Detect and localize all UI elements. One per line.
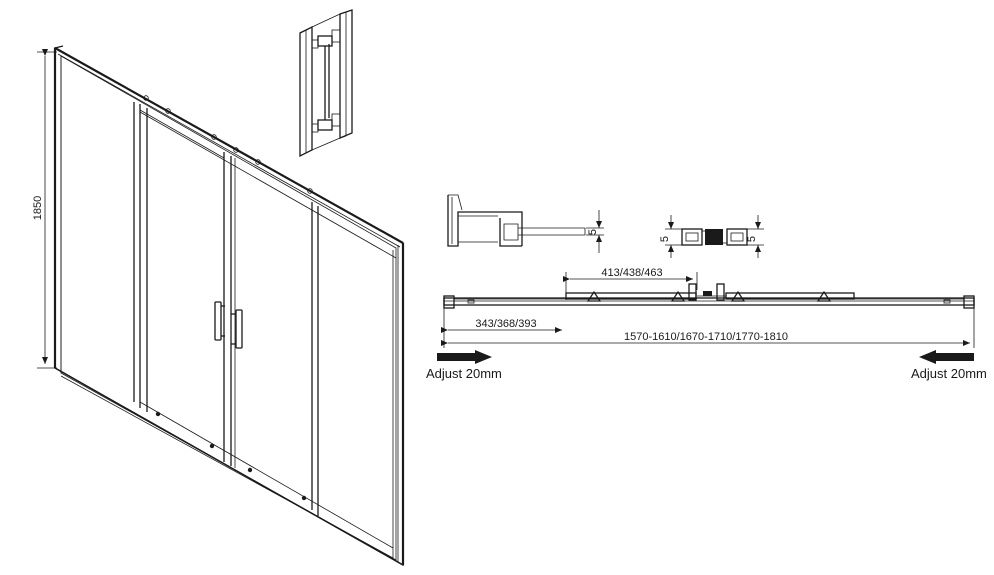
profile-section-right: 5 5 — [659, 215, 764, 258]
door-overlap-label: 413/438/463 — [601, 267, 662, 279]
bottom-guides — [155, 411, 307, 501]
guide — [247, 467, 253, 473]
guide — [301, 495, 307, 501]
roller — [233, 147, 239, 153]
adjust-left-label: Adjust 20mm — [426, 366, 502, 381]
adjust-right-label: Adjust 20mm — [911, 366, 987, 381]
gap-label-c: 5 — [746, 236, 758, 242]
roller — [165, 108, 171, 114]
plan-rollers — [586, 283, 832, 302]
roller — [307, 188, 313, 194]
adjust-left-arrow — [437, 350, 492, 364]
overall-width-label: 1570-1610/1670-1710/1770-1810 — [624, 331, 788, 343]
plan-view: 413/438/463 343/368/393 — [426, 267, 987, 381]
guide — [209, 443, 215, 449]
magnetic-seal — [705, 229, 723, 245]
gap-label-b: 5 — [659, 236, 671, 242]
outer-frame — [53, 45, 405, 567]
roller — [143, 95, 149, 101]
adjust-right: Adjust 20mm — [911, 350, 987, 381]
height-dimension: 1850 — [32, 49, 57, 369]
panel-divisions — [133, 102, 397, 549]
handle-right — [235, 309, 243, 349]
roller — [211, 134, 217, 140]
fixed-panel-label: 343/368/393 — [475, 318, 536, 330]
profile-section-left: 5 — [447, 194, 604, 253]
door-handles — [214, 301, 243, 349]
roller — [255, 159, 261, 165]
height-label: 1850 — [32, 196, 44, 220]
adjust-right-arrow — [919, 350, 974, 364]
door-perspective-view: 1850 — [32, 45, 405, 567]
guide — [155, 411, 161, 417]
gap-label-a: 5 — [587, 229, 599, 235]
handle-detail — [299, 9, 353, 158]
handle-left — [214, 301, 222, 341]
adjust-left: Adjust 20mm — [426, 350, 502, 381]
top-rollers — [143, 95, 313, 194]
